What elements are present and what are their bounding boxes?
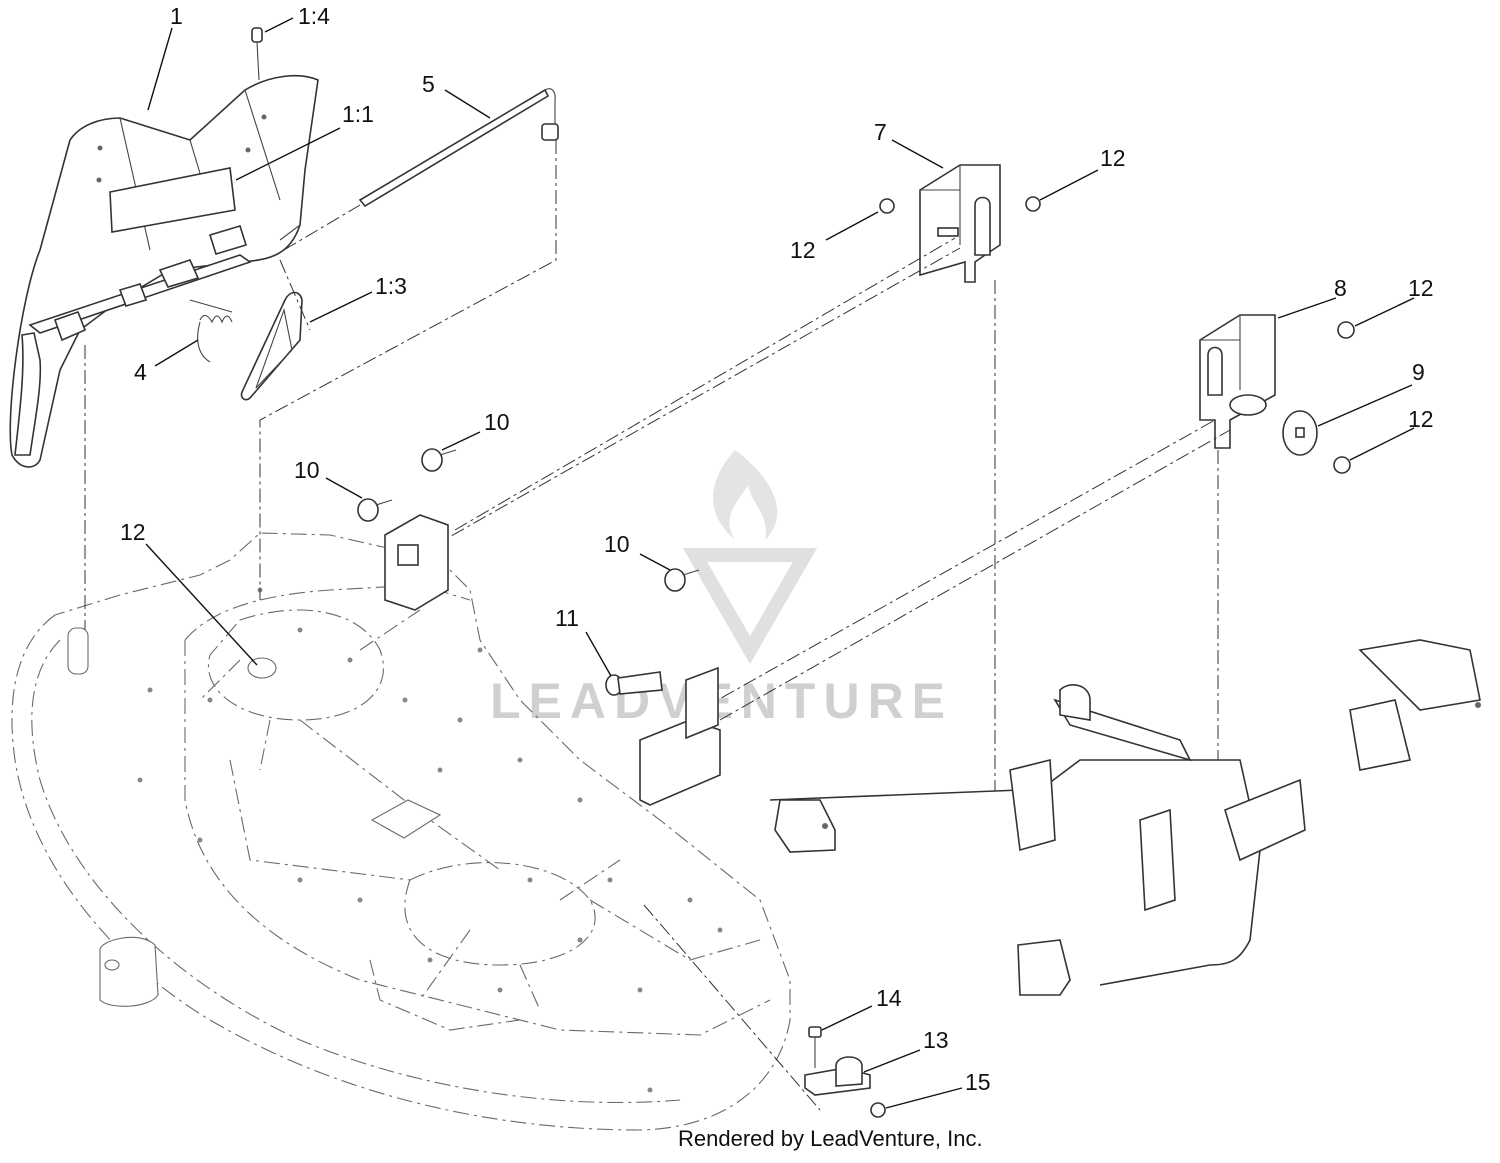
leadventure-watermark: LEADVENTURE — [490, 450, 953, 729]
callout-1-3: 1:3 — [375, 273, 407, 299]
nut-part-12 — [879, 196, 1355, 474]
callout-10-lower: 10 — [604, 531, 630, 557]
callout-15: 15 — [965, 1069, 991, 1095]
callout-8: 8 — [1334, 275, 1347, 301]
callout-12-left: 12 — [790, 237, 816, 263]
callout-10-left: 10 — [294, 457, 320, 483]
bolt-part-11 — [605, 671, 663, 696]
mower-deck — [11, 532, 791, 1131]
clamp-part-13 — [804, 1056, 871, 1096]
washer-part-9 — [1282, 410, 1318, 456]
callout-5: 5 — [422, 71, 435, 97]
oring-part-15 — [870, 1102, 886, 1118]
callout-1-4: 1:4 — [298, 3, 330, 29]
watermark-text: LEADVENTURE — [490, 673, 953, 729]
callout-1-1: 1:1 — [342, 101, 374, 127]
callout-10-upper: 10 — [484, 409, 510, 435]
callout-12-top: 12 — [1100, 145, 1126, 171]
rod-part-5 — [283, 88, 559, 251]
callout-labels: 1 1:4 1:1 1:3 4 5 7 12 12 8 12 9 12 10 1… — [120, 3, 1434, 1095]
callout-leaders — [145, 17, 1415, 1109]
callout-12-right-top: 12 — [1408, 275, 1434, 301]
callout-7: 7 — [874, 119, 887, 145]
bracket-part-8 — [1199, 314, 1276, 449]
render-credit: Rendered by LeadVenture, Inc. — [678, 1126, 983, 1151]
callout-12-right-bottom: 12 — [1408, 406, 1434, 432]
callout-13: 13 — [923, 1027, 949, 1053]
callout-11: 11 — [555, 605, 579, 631]
deck-mount-brackets — [384, 514, 721, 806]
bracket-part-7 — [919, 164, 1001, 283]
bolt-part-1-4 — [251, 27, 263, 81]
pin-part-10 — [357, 448, 700, 592]
callout-14: 14 — [876, 985, 902, 1011]
callout-4: 4 — [134, 359, 147, 385]
lift-frame — [769, 639, 1481, 996]
spring-part-4 — [189, 299, 233, 363]
bolt-part-14 — [808, 1026, 822, 1068]
callout-12-deck: 12 — [120, 519, 146, 545]
wedge-part-1-3 — [240, 291, 303, 401]
callout-1: 1 — [170, 3, 183, 29]
shield-linkage — [14, 225, 252, 456]
callout-9: 9 — [1412, 359, 1425, 385]
